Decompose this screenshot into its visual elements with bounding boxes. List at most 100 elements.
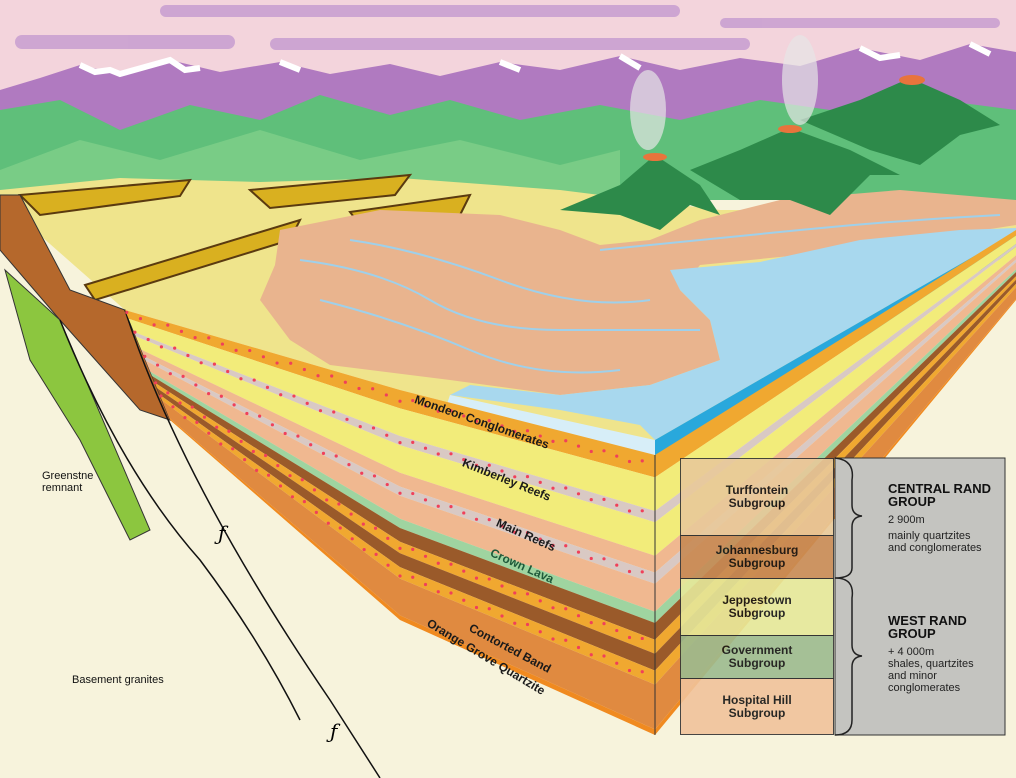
conglomerate-dot [219, 442, 223, 446]
conglomerate-dot [602, 497, 606, 501]
conglomerate-dot [627, 509, 632, 513]
group-title: CENTRAL RAND [888, 481, 992, 496]
conglomerate-dot [186, 353, 190, 358]
label-greenstone-line2: remnant [42, 482, 83, 494]
group-description: shales, quartzites [888, 658, 974, 670]
conglomerate-dot [332, 410, 336, 414]
stratum-band-left [141, 349, 655, 573]
conglomerate-dot [166, 323, 170, 327]
conglomerate-dot [500, 469, 504, 473]
subgroup-suffix: Subgroup [728, 496, 786, 510]
conglomerate-dot [279, 393, 283, 397]
conglomerate-dot [538, 480, 542, 484]
conglomerate-dot [190, 405, 194, 409]
conglomerate-dot [462, 458, 466, 462]
subgroup-suffix: Subgroup [728, 606, 786, 620]
conglomerate-dot [513, 591, 517, 595]
conglomerate-dot [278, 484, 283, 488]
conglomerate-dot [602, 654, 606, 658]
conglomerate-dot [207, 392, 211, 396]
conglomerate-dot [602, 557, 606, 561]
stratum-band-left [154, 382, 655, 654]
conglomerate-dot [525, 475, 530, 479]
conglomerate-dot [275, 361, 279, 365]
conglomerate-dot [374, 552, 378, 557]
conglomerate-dot [337, 502, 341, 506]
conglomerate-dot [193, 336, 197, 340]
conglomerate-dot [263, 453, 268, 458]
conglomerate-dot [398, 441, 402, 445]
conglomerate-dot [500, 524, 504, 528]
conglomerate-dot [474, 419, 479, 423]
conglomerate-dot [423, 404, 428, 408]
conglomerate-dot [449, 505, 453, 509]
conglomerate-dot [358, 425, 362, 429]
conglomerate-dot [462, 569, 466, 573]
conglomerate-dot [551, 606, 555, 610]
conglomerate-dot [138, 317, 143, 321]
conglomerate-dot [386, 563, 390, 567]
river-channels [299, 214, 1001, 374]
conglomerate-dot [513, 530, 517, 534]
group-description: conglomerates [888, 682, 961, 694]
conglomerate-dot [538, 434, 542, 438]
stratum-band-left [134, 332, 655, 523]
snow-caps [78, 41, 992, 78]
conglomerate-dot [602, 622, 606, 626]
stratum-band-right [655, 235, 1016, 511]
volcanoes [560, 35, 1000, 230]
conglomerate-dot [551, 486, 555, 490]
conglomerate-dot [462, 414, 466, 418]
conglomerate-dot [564, 544, 568, 548]
conglomerate-dot [345, 417, 349, 421]
conglomerate-dot [538, 630, 542, 634]
stratum-band-left [143, 356, 655, 584]
conglomerate-dot [551, 637, 555, 641]
group-braces [834, 457, 863, 736]
conglomerate-dot [385, 482, 389, 487]
conglomerate-dot [261, 355, 265, 359]
conglomerate-dot [449, 562, 453, 566]
conglomerate-dot [305, 401, 309, 405]
conglomerate-dot [371, 426, 376, 430]
conglomerate-dot [487, 463, 491, 467]
group-title: WEST RAND [888, 613, 967, 628]
conglomerate-dot [212, 362, 217, 366]
conglomerate-dot [270, 423, 274, 427]
conglomerate-dot [640, 570, 644, 574]
conglomerate-dot [640, 459, 644, 463]
conglomerate-dot [500, 424, 504, 428]
group-thickness: 2 900m [888, 514, 925, 526]
conglomerate-dot [289, 361, 293, 365]
conglomerate-dot [423, 582, 428, 587]
conglomerate-dot [423, 446, 428, 450]
conglomerate-dot [513, 621, 517, 625]
conglomerate-dot [361, 522, 365, 526]
basement-granite [0, 230, 655, 778]
conglomerate-dot [640, 509, 644, 513]
stratum-band-right [655, 244, 1016, 523]
conglomerate-dot [146, 337, 150, 342]
lake [450, 228, 1016, 440]
conglomerate-dot [513, 429, 517, 433]
conglomerate-dot [513, 475, 517, 479]
conglomerate-dot [330, 374, 334, 378]
conglomerate-dot [474, 576, 479, 580]
conglomerate-dot [436, 504, 440, 508]
stratum-band-left [150, 371, 655, 623]
subgroup-suffix: Subgroup [728, 556, 786, 570]
conglomerate-dot [627, 569, 632, 574]
conglomerate-dot [215, 425, 219, 429]
conglomerate-dot [538, 537, 542, 541]
conglomerate-dot [207, 336, 211, 340]
conglomerate-dot [226, 369, 230, 374]
conglomerate-dot [576, 614, 581, 618]
fault-symbol-icon: ƒ [214, 521, 229, 545]
conglomerate-dot [411, 575, 415, 579]
conglomerate-dot [564, 607, 568, 611]
conglomerate-dot [239, 377, 243, 381]
conglomerate-dot [474, 605, 479, 610]
